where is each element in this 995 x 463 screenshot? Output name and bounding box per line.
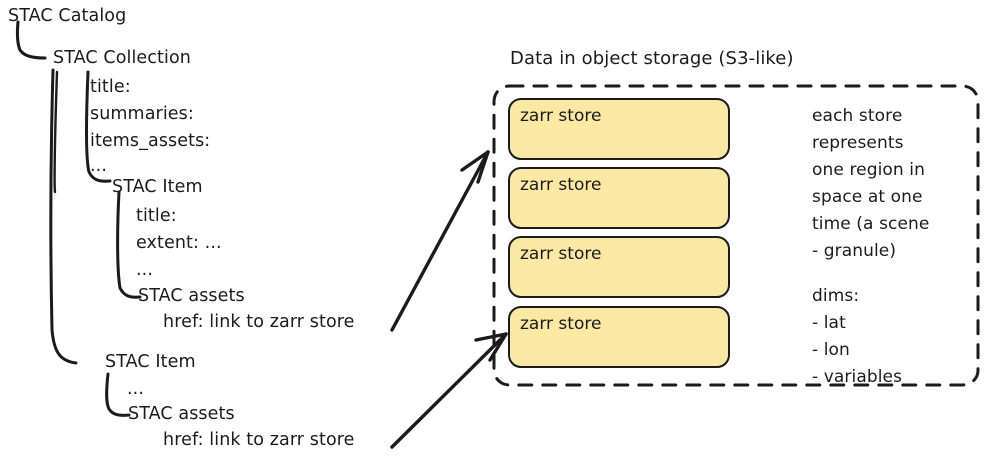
note1-line-5: time (a scene — [812, 214, 930, 234]
item1-assets-label: STAC assets — [138, 286, 245, 306]
note2-line-3: - lon — [812, 340, 850, 360]
item2-label: STAC Item — [105, 352, 196, 372]
note2-line-1: dims: — [812, 286, 860, 306]
zarr-store-label-4: zarr store — [520, 314, 602, 334]
zarr-store-label-2: zarr store — [520, 175, 602, 195]
zarr-store-box-4[interactable]: zarr store — [508, 306, 730, 368]
item1-field-ellipsis: ... — [136, 260, 153, 280]
note1-line-4: space at one — [812, 187, 923, 207]
note1-line-1: each store — [812, 106, 903, 126]
zarr-store-box-3[interactable]: zarr store — [508, 236, 730, 298]
zarr-store-box-1[interactable]: zarr store — [508, 98, 730, 160]
item1-assets-href: href: link to zarr store — [163, 312, 355, 332]
arrow-assets2-to-store4 — [390, 332, 508, 449]
item1-field-title: title: — [136, 206, 177, 226]
tree-collection-label: STAC Collection — [53, 48, 191, 68]
note1-line-6: - granule) — [812, 241, 897, 261]
collection-field-items-assets: items_assets: — [90, 131, 211, 151]
connector-item2-to-assets — [105, 372, 131, 417]
item2-assets-label: STAC assets — [128, 404, 235, 424]
zarr-store-label-1: zarr store — [520, 106, 602, 126]
collection-field-summaries: summaries: — [90, 104, 194, 124]
note2-line-4: - variables — [812, 367, 903, 387]
tree-root-label: STAC Catalog — [8, 6, 127, 26]
item1-label: STAC Item — [112, 177, 203, 197]
zarr-store-label-3: zarr store — [520, 244, 602, 264]
object-storage-title: Data in object storage (S3-like) — [510, 48, 794, 69]
connector-collection-spine — [49, 68, 78, 365]
item1-field-extent: extent: ... — [136, 233, 222, 253]
collection-field-title: title: — [90, 77, 131, 97]
zarr-store-box-2[interactable]: zarr store — [508, 167, 730, 229]
note1-line-2: represents — [812, 133, 904, 153]
connector-collection-spine-ghost — [53, 70, 59, 194]
collection-field-ellipsis: ... — [90, 156, 107, 176]
note2-line-2: - lat — [812, 313, 846, 333]
connector-catalog-to-collection — [15, 20, 47, 60]
arrow-assets1-to-store1 — [390, 150, 490, 332]
item2-assets-href: href: link to zarr store — [163, 430, 355, 450]
item2-field-ellipsis: ... — [127, 379, 144, 399]
note1-line-3: one region in — [812, 160, 926, 180]
